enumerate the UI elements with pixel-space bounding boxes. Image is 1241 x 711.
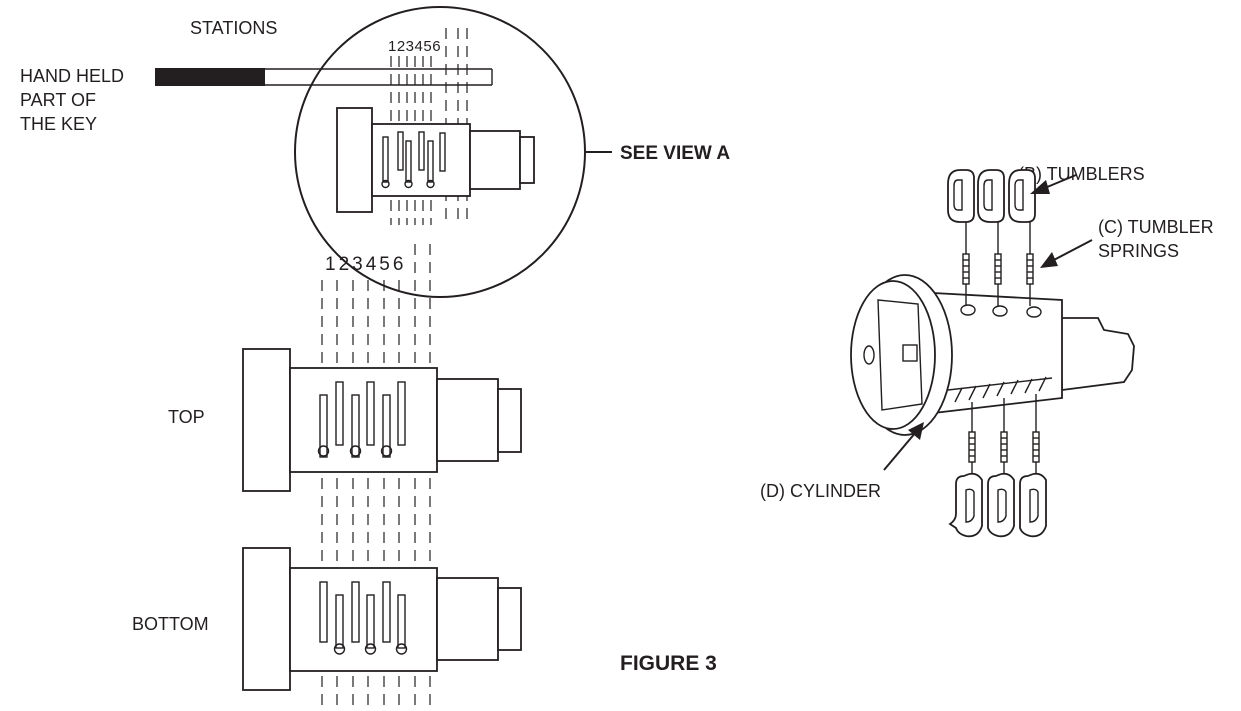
view-a-circle <box>294 6 612 298</box>
tumbler-springs-label-line1: (C) TUMBLER <box>1098 217 1214 237</box>
cylinder-arrow <box>883 422 924 471</box>
exploded-cylinder <box>850 169 1135 538</box>
key-blade <box>155 68 493 86</box>
tumbler-springs-arrow <box>1040 239 1093 268</box>
station-numbers-main: 123456 <box>325 254 406 275</box>
top-lock-cylinder <box>242 348 522 492</box>
see-view-a-label: SEE VIEW A <box>620 143 730 164</box>
tumbler-springs-label-line2: SPRINGS <box>1098 241 1179 261</box>
hand-held-label-line2: PART OF <box>20 90 96 110</box>
figure-title: FIGURE 3 <box>620 652 717 675</box>
hand-held-label-line3: THE KEY <box>20 114 97 134</box>
circle-lock-cylinder <box>336 107 535 213</box>
bottom-label: BOTTOM <box>132 614 209 634</box>
tumblers-arrow <box>1030 174 1077 194</box>
top-label: TOP <box>168 407 205 427</box>
tumblers-label: (B) TUMBLERS <box>1018 164 1145 184</box>
station-numbers-circle: 123456 <box>388 38 441 55</box>
main-station-lines <box>321 244 431 711</box>
bottom-lock-cylinder <box>242 547 522 691</box>
hand-held-label-line1: HAND HELD <box>20 66 124 86</box>
stations-label: STATIONS <box>190 18 277 38</box>
cylinder-label: (D) CYLINDER <box>760 481 881 501</box>
